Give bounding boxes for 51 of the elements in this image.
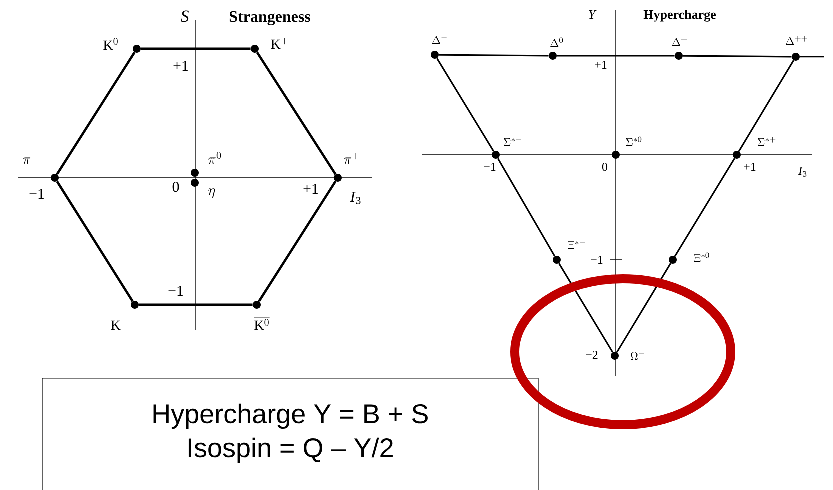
edge-line	[558, 263, 614, 353]
particle-label: $\Sigma^{*+}$	[758, 137, 776, 146]
particle-label: $\Delta^{++}$	[786, 36, 808, 45]
edge-line	[497, 158, 556, 257]
particle-label: $\mathrm{K}^{0}$	[104, 38, 118, 50]
particle-label: $\Xi^{*0}$	[694, 252, 710, 262]
particle-label: $\Omega^{-}$	[630, 352, 644, 360]
tick-label: −2	[586, 351, 598, 359]
tick-label: +1	[744, 163, 756, 171]
axis-label: Y	[589, 10, 597, 19]
tick-label: +1	[174, 61, 188, 71]
tick-label: +1	[304, 184, 318, 194]
tick-label: 0	[602, 163, 608, 172]
edge-line	[557, 55, 675, 57]
particle-label: $\Sigma^{*-}$	[504, 138, 522, 146]
edge-line	[56, 52, 136, 176]
particle-label: $\Delta^{0}$	[550, 38, 564, 47]
edge-line	[616, 263, 672, 353]
axis-label: I$_{3}$	[798, 167, 807, 177]
tick-label: −1	[30, 189, 44, 199]
particle-label: $\eta$	[208, 188, 216, 198]
edge-line	[674, 158, 736, 257]
particle-label: $\overline{\mathrm{K}^{0}}$	[254, 318, 270, 330]
tick-label: +1	[595, 61, 607, 69]
tick-label: −1	[591, 256, 603, 264]
particle-label: $\pi^{0}$	[208, 152, 222, 164]
edge-line	[439, 54, 549, 57]
tick-label: −1	[168, 286, 184, 296]
particle-label: $\mathrm{K}^{+}$	[271, 38, 288, 49]
axis-label: I$_{3}$	[350, 192, 361, 204]
edge-line	[683, 55, 792, 58]
edge-line	[436, 58, 494, 152]
particle-label: $\mathrm{K}^{-}$	[111, 320, 128, 330]
axis-label: S	[180, 10, 189, 22]
axis-title: Strangeness	[230, 11, 310, 26]
particle-label: $\pi^{-}$	[23, 156, 38, 164]
particle-label: $\Sigma^{*0}$	[626, 136, 642, 146]
edge-line	[139, 304, 253, 306]
edge-line	[256, 52, 337, 176]
edge-line	[258, 180, 337, 302]
edge-line	[141, 48, 251, 50]
edge-line	[738, 60, 795, 152]
axis-title: Hypercharge	[644, 10, 716, 22]
formula-box: Hypercharge Y = B + S Isospin = Q – Y/2	[42, 378, 539, 490]
tick-label: 0	[172, 182, 180, 192]
particle-label: $\pi^{+}$	[344, 152, 360, 164]
tick-label: −1	[484, 163, 496, 171]
edge-line	[56, 180, 134, 302]
particle-label: $\Delta^{-}$	[432, 36, 447, 44]
particle-label: $\Xi^{*-}$	[568, 241, 586, 249]
particle-label: $\Delta^{+}$	[672, 37, 688, 46]
